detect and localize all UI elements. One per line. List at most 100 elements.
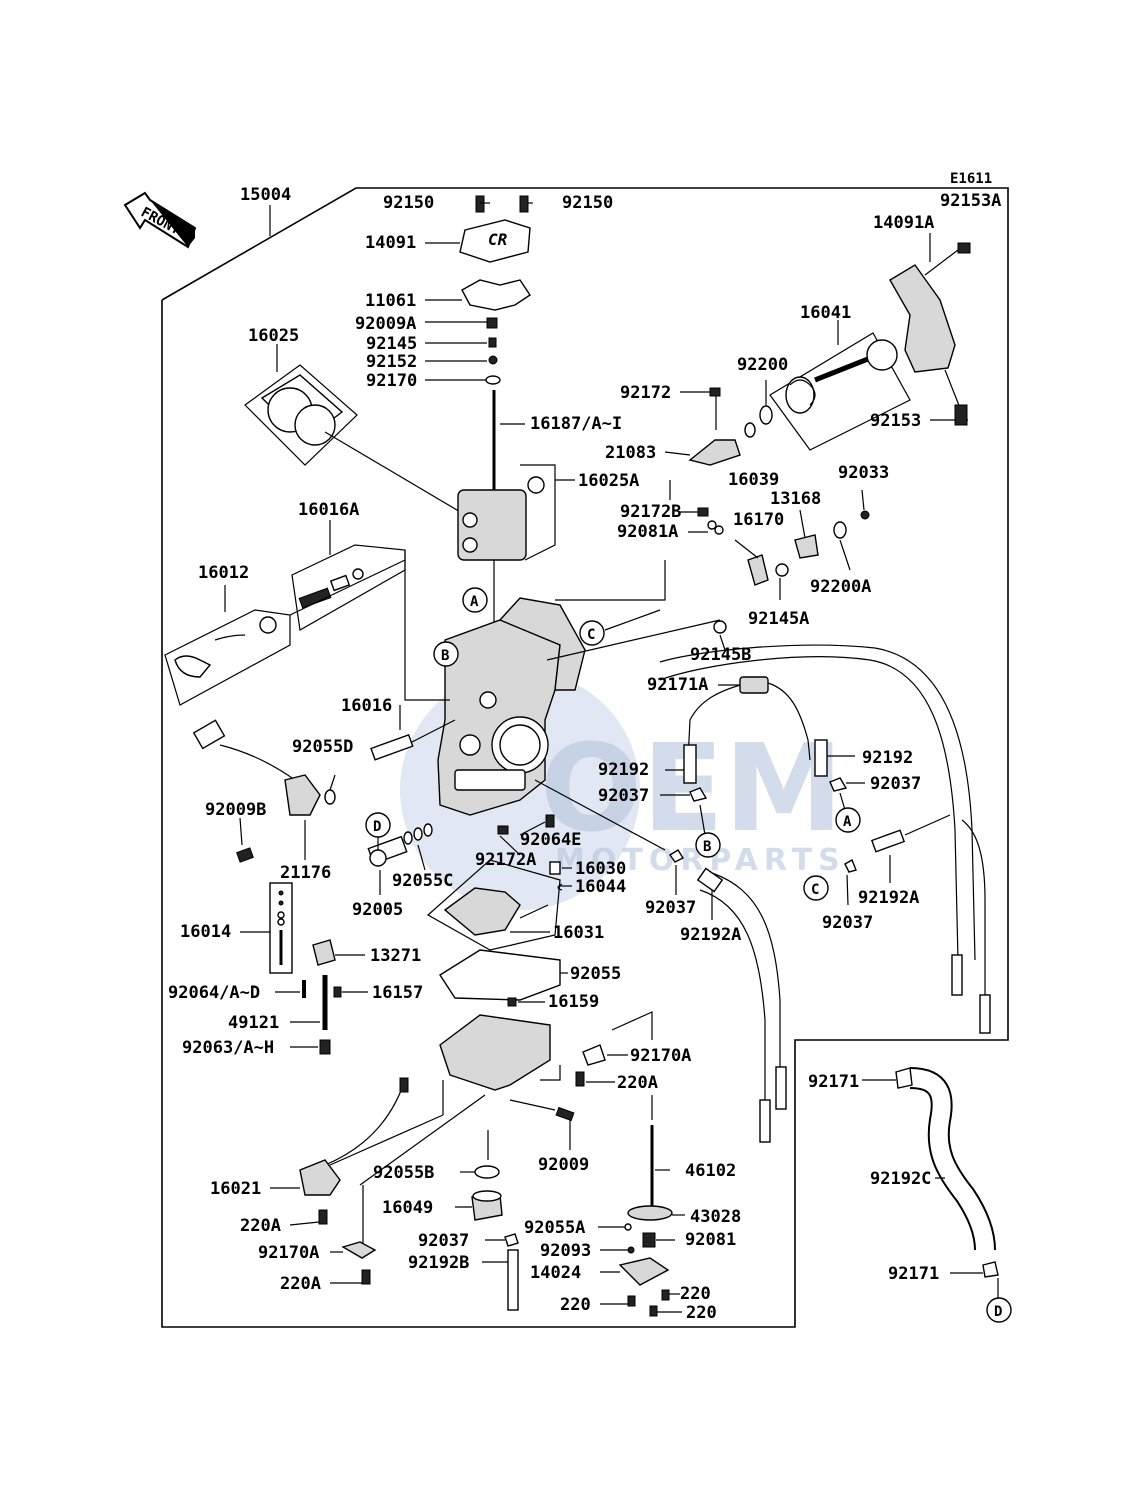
front-arrow-icon: FRONT <box>123 191 197 249</box>
starter-cable-box <box>164 585 291 706</box>
jets-parts <box>275 939 368 1055</box>
float-bowl-part <box>329 997 653 1186</box>
diaphragm-box <box>244 344 463 514</box>
label-92081a: 92081A <box>617 522 678 542</box>
label-92033: 92033 <box>838 463 889 483</box>
label-21176: 21176 <box>280 863 331 883</box>
label-92037-bottom: 92037 <box>822 913 873 933</box>
label-16021: 16021 <box>210 1179 261 1199</box>
label-92172a: 92172A <box>475 850 536 870</box>
carburetor-body-part <box>437 560 721 816</box>
label-16041: 16041 <box>800 303 851 323</box>
label-92005: 92005 <box>352 900 403 920</box>
svg-text:C: C <box>811 882 819 898</box>
label-14091: 14091 <box>365 233 416 253</box>
callouts: A C B D B A C D <box>365 587 1012 1323</box>
top-cover-part: CR <box>425 195 533 263</box>
bowl-gasket-part <box>439 949 568 1001</box>
svg-text:D: D <box>373 819 381 835</box>
label-92037-right: 92037 <box>870 774 921 794</box>
pilot-parts <box>497 779 685 895</box>
label-92172b: 92172B <box>620 502 681 522</box>
label-11061: 11061 <box>365 291 416 311</box>
label-14091a: 14091A <box>873 213 934 233</box>
label-92170a-top: 92170A <box>630 1046 691 1066</box>
throttle-valve-part <box>457 464 575 640</box>
label-92037-mid: 92037 <box>645 898 696 918</box>
diagram-code: E1611 <box>950 171 992 187</box>
label-16049: 16049 <box>382 1198 433 1218</box>
label-16025: 16025 <box>248 326 299 346</box>
label-92192a-left: 92192A <box>680 925 741 945</box>
label-43028: 43028 <box>690 1207 741 1227</box>
label-92192a-right: 92192A <box>858 888 919 908</box>
label-92192-right: 92192 <box>862 748 913 768</box>
label-92192b: 92192B <box>408 1253 469 1273</box>
label-220a-left: 220A <box>240 1216 281 1236</box>
label-92055: 92055 <box>570 964 621 984</box>
label-14024: 14024 <box>530 1263 581 1283</box>
label-16187: 16187/A~I <box>530 414 622 434</box>
label-92009a: 92009A <box>355 314 416 334</box>
callout-c-right: C <box>803 875 829 901</box>
label-92145b: 92145B <box>690 645 751 665</box>
throttle-cover-part <box>889 233 971 426</box>
label-92055b: 92055B <box>373 1163 434 1183</box>
svg-text:B: B <box>441 648 449 664</box>
hoses-parts <box>659 644 991 1143</box>
label-13168: 13168 <box>770 489 821 509</box>
label-16039: 16039 <box>728 470 779 490</box>
label-92145a: 92145A <box>748 609 809 629</box>
throttle-sensor-part <box>192 719 336 863</box>
label-16025a: 16025A <box>578 471 639 491</box>
label-92150-right: 92150 <box>562 193 613 213</box>
accelerator-pump-parts <box>598 1095 685 1317</box>
label-16012: 16012 <box>198 563 249 583</box>
svg-text:CR: CR <box>488 230 508 249</box>
svg-text:D: D <box>994 1304 1002 1320</box>
svg-text:C: C <box>587 627 595 643</box>
label-92150-left: 92150 <box>383 193 434 213</box>
label-92171-bottom: 92171 <box>888 1264 939 1284</box>
label-92200a: 92200A <box>810 577 871 597</box>
callout-a-right: A <box>835 807 861 833</box>
callout-c-top: C <box>579 620 605 646</box>
label-92064: 92064/A~D <box>168 983 260 1003</box>
watermark-big: OEM <box>540 720 843 859</box>
callout-d-bottom: D <box>986 1297 1012 1323</box>
label-16016a: 16016A <box>298 500 359 520</box>
label-92170a-bottom: 92170A <box>258 1243 319 1263</box>
label-92009: 92009 <box>538 1155 589 1175</box>
label-16157: 16157 <box>372 983 423 1003</box>
label-92037-lower: 92037 <box>418 1231 469 1251</box>
sensor-16021-part <box>270 1077 409 1285</box>
callout-b-top: B <box>433 641 459 667</box>
fitting-92005-part <box>367 823 433 895</box>
label-92171a: 92171A <box>647 675 708 695</box>
gasket-part <box>425 279 531 385</box>
hose-92192c-part <box>862 1067 999 1298</box>
label-92153a: 92153A <box>940 191 1001 211</box>
label-16031: 16031 <box>553 923 604 943</box>
jet-needle-part <box>492 390 525 492</box>
label-46102: 46102 <box>685 1161 736 1181</box>
svg-text:A: A <box>470 594 479 610</box>
throttle-shaft-box <box>744 320 911 451</box>
label-92145: 92145 <box>366 334 417 354</box>
label-15004: 15004 <box>240 185 291 205</box>
part-labels: 15004 92150 92150 14091 11061 92009A 921… <box>168 185 1001 1323</box>
label-92170: 92170 <box>366 371 417 391</box>
callout-a-top: A <box>462 587 488 613</box>
label-92081: 92081 <box>685 1230 736 1250</box>
label-92064e: 92064E <box>520 830 581 850</box>
label-220-right-top: 220 <box>680 1284 711 1304</box>
label-92200: 92200 <box>737 355 788 375</box>
label-16016: 16016 <box>341 696 392 716</box>
label-92172: 92172 <box>620 383 671 403</box>
label-220-right-bottom: 220 <box>686 1303 717 1323</box>
callout-b-right: B <box>695 832 721 858</box>
label-220a-bottom: 220A <box>280 1274 321 1294</box>
starter-plunger-box <box>291 520 406 631</box>
label-92153: 92153 <box>870 411 921 431</box>
label-16030: 16030 <box>575 859 626 879</box>
